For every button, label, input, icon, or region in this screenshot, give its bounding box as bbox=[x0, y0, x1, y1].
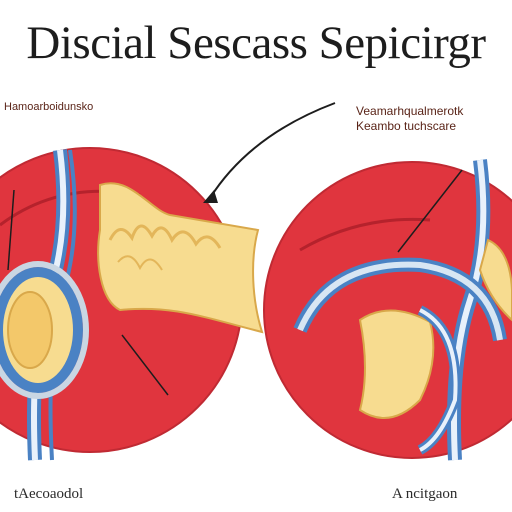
left-cross-section bbox=[0, 147, 264, 461]
right-cross-section bbox=[263, 159, 512, 461]
label-top-left: Hamoarboidunsko bbox=[4, 101, 94, 113]
diagram-title: Discial Sescass Sepicirgr bbox=[26, 17, 486, 69]
label-bottom-right: A ncitgaon bbox=[392, 486, 458, 502]
normal-disc bbox=[358, 309, 435, 419]
curved-arrow bbox=[203, 102, 336, 203]
label-top-right: Veamarhqualmerotk Keambo tuchscare bbox=[356, 104, 464, 133]
herniated-disc bbox=[97, 182, 264, 334]
label-bottom-left: tAecoaodol bbox=[14, 486, 84, 502]
